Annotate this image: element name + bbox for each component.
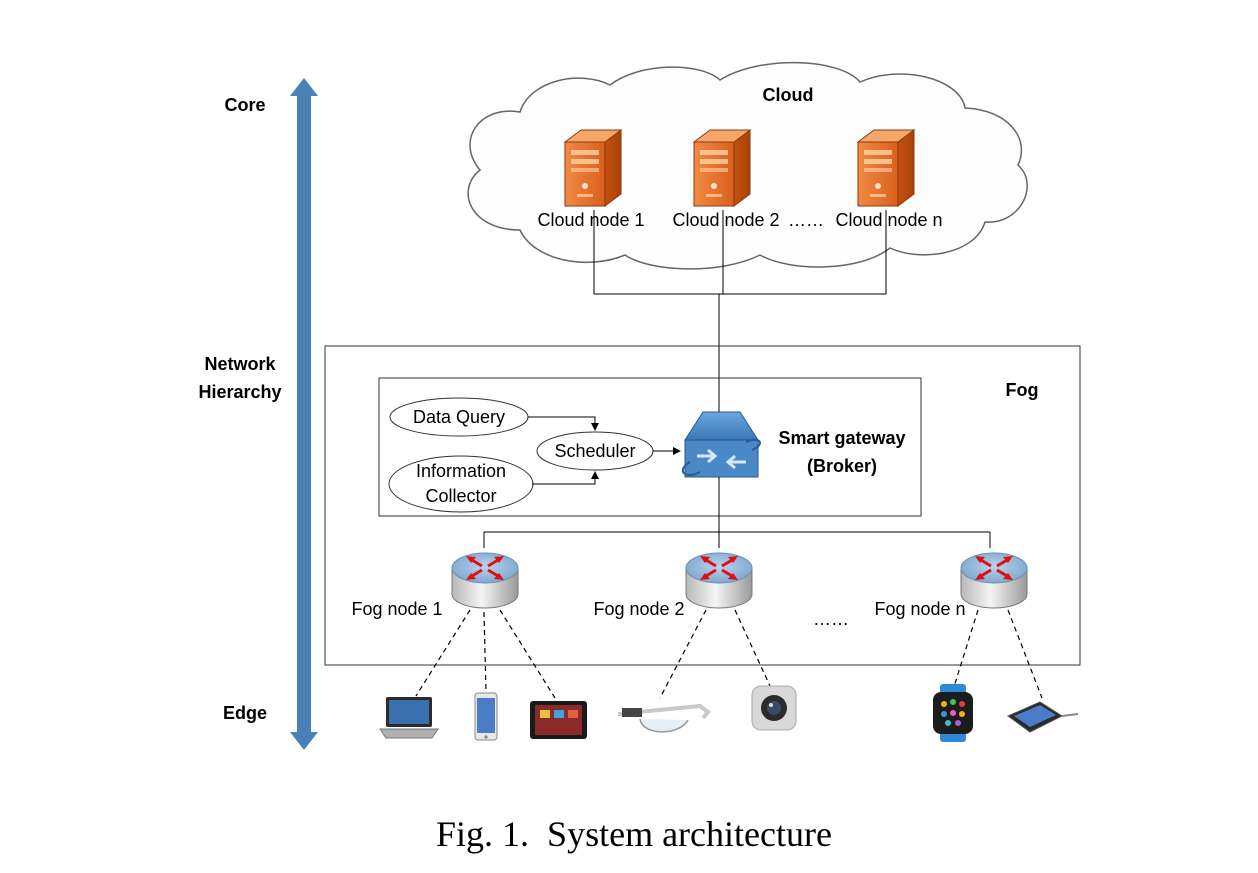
smart-glasses-icon <box>617 703 711 733</box>
cloud-node-2-label: Cloud node 2 <box>672 210 779 230</box>
cloud-connections <box>593 210 887 420</box>
edge-label: Edge <box>223 703 267 723</box>
fog-node-2-label: Fog node 2 <box>593 599 684 619</box>
network-label: Network <box>204 354 276 374</box>
fog-node-1-label: Fog node 1 <box>351 599 442 619</box>
smartwatch-icon <box>933 684 973 742</box>
cloud-node-1-label: Cloud node 1 <box>537 210 644 230</box>
cloud-node-2-server-icon <box>693 129 751 207</box>
figure-caption: Fig. 1. System architecture <box>436 814 832 854</box>
broker-box <box>378 377 922 517</box>
cloud-node-n-server-icon <box>857 129 915 207</box>
fog-node-2-router-icon <box>684 551 754 610</box>
smartphone-icon <box>474 692 498 741</box>
network-hierarchy-arrow <box>290 78 318 750</box>
data-query-label: Data Query <box>413 407 505 427</box>
cloud-node-n-label: Cloud node n <box>835 210 942 230</box>
camera-icon <box>751 685 797 731</box>
fog-node-n-router-icon <box>959 551 1029 610</box>
fog-title: Fog <box>1006 380 1039 400</box>
hierarchy-label: Hierarchy <box>198 382 281 402</box>
core-label: Core <box>224 95 265 115</box>
scheduler-label: Scheduler <box>554 441 635 461</box>
fog-node-n-label: Fog node n <box>874 599 965 619</box>
information-collector-label-1: Information <box>416 461 506 481</box>
smart-gateway-icon <box>681 411 761 478</box>
device-links <box>415 609 1043 699</box>
fog-connections <box>483 477 991 548</box>
cloud-node-1-server-icon <box>564 129 622 207</box>
fog-box <box>324 345 1081 666</box>
tablet-icon <box>530 701 587 739</box>
cloud-ellipsis: …… <box>788 210 824 230</box>
handheld-device-icon <box>1007 701 1079 733</box>
fog-node-1-router-icon <box>450 551 520 610</box>
broker-arrows <box>528 416 681 485</box>
broker-label: (Broker) <box>807 456 877 476</box>
fog-ellipsis: …… <box>813 609 849 629</box>
laptop-icon <box>379 697 439 739</box>
cloud-title: Cloud <box>763 85 814 105</box>
information-collector-label-2: Collector <box>425 486 496 506</box>
smart-gateway-label: Smart gateway <box>778 428 905 448</box>
